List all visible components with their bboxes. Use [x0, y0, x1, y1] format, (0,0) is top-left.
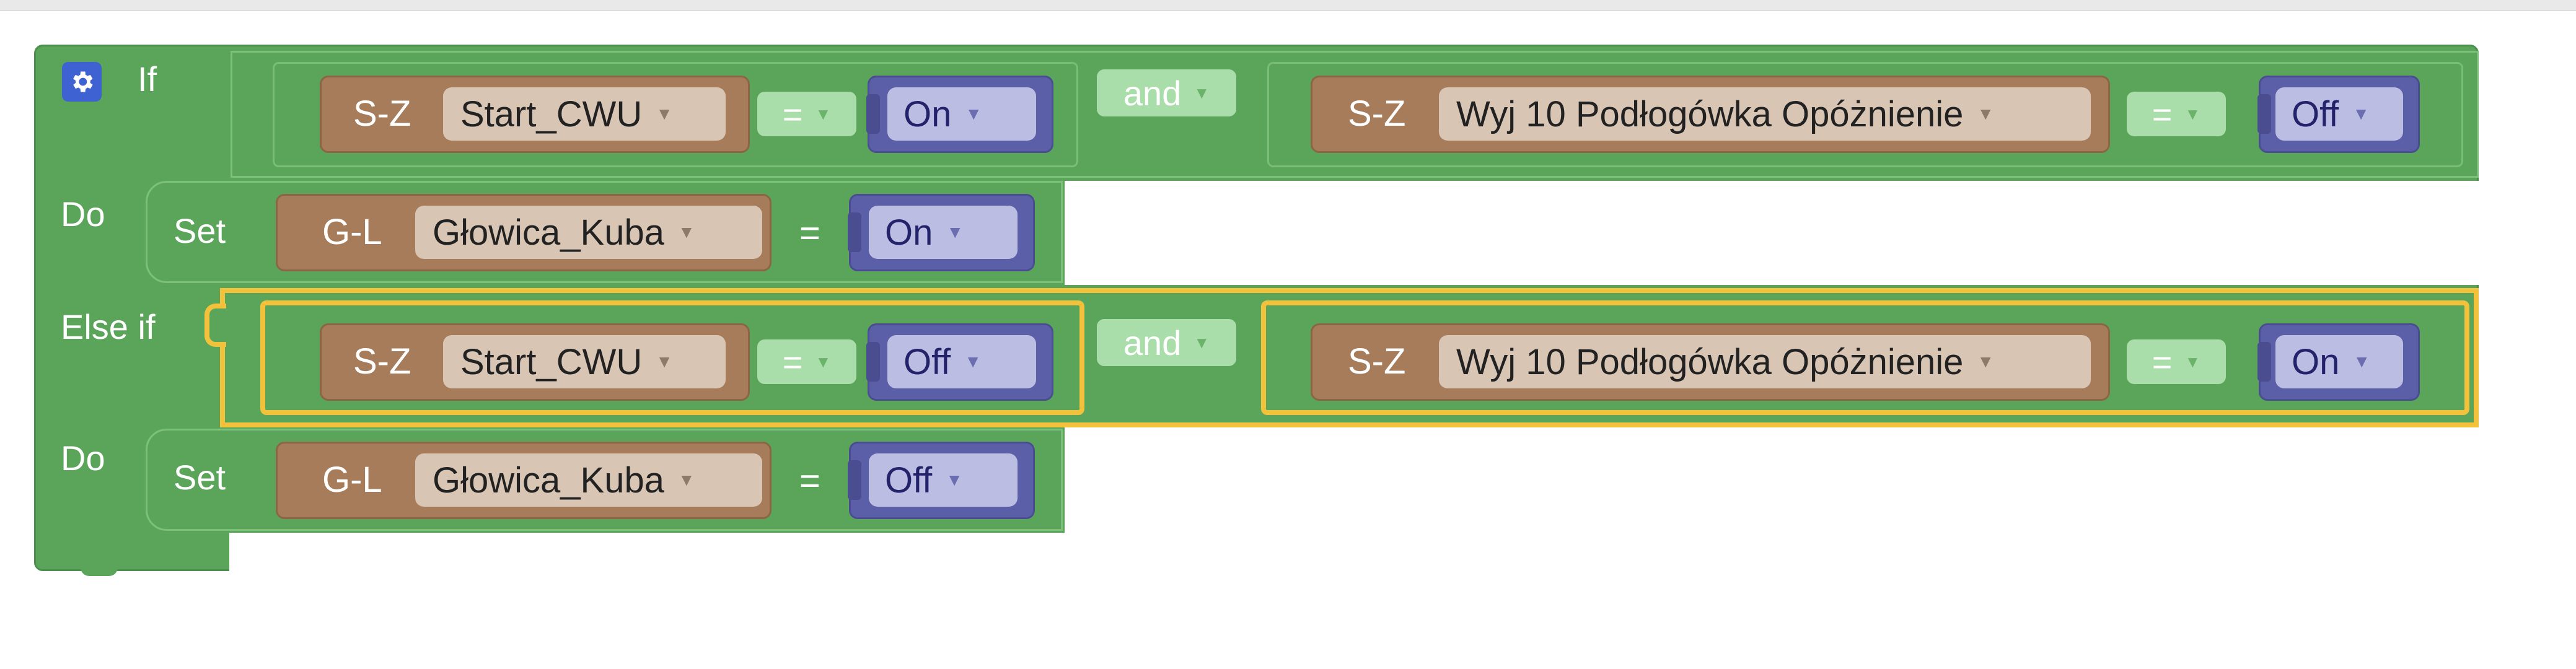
dropdown-arrow-icon: ▼ — [656, 352, 673, 371]
value-connector-nub — [866, 94, 880, 134]
block-gap-do1 — [1065, 181, 2490, 285]
cond1-right-prefix: S-Z — [1348, 94, 1406, 134]
dropdown-arrow-icon: ▼ — [678, 222, 695, 242]
cond2-right-operator-dropdown[interactable]: = ▼ — [2127, 339, 2226, 384]
value-text: Off — [2292, 94, 2339, 134]
device-name: Głowica_Kuba — [433, 460, 664, 501]
operator-symbol: = — [782, 94, 803, 134]
block-gap-bottom — [229, 533, 1066, 576]
value-connector-nub — [848, 460, 861, 500]
cond1-right-value-dropdown[interactable]: Off ▼ — [2275, 87, 2403, 141]
action2-value-dropdown[interactable]: Off ▼ — [869, 453, 1018, 507]
joiner-text: and — [1123, 73, 1182, 113]
cond1-left-prefix: S-Z — [353, 94, 411, 134]
cond2-right-prefix: S-Z — [1348, 341, 1406, 382]
dropdown-arrow-icon: ▼ — [815, 352, 832, 371]
selection-connector — [204, 304, 226, 347]
dropdown-arrow-icon: ▼ — [2184, 352, 2201, 371]
cond2-left-operator-dropdown[interactable]: = ▼ — [757, 339, 856, 384]
dropdown-arrow-icon: ▼ — [964, 352, 982, 371]
cond2-left-prefix: S-Z — [353, 341, 411, 382]
do-keyword-2: Do — [61, 439, 105, 478]
device-name: Start_CWU — [460, 341, 643, 382]
else-if-keyword: Else if — [61, 307, 156, 346]
cond1-left-value-dropdown[interactable]: On ▼ — [887, 87, 1036, 141]
device-name: Wyj 10 Podłogówka Opóżnienie — [1456, 94, 1964, 134]
dropdown-arrow-icon: ▼ — [946, 470, 964, 489]
value-connector-nub — [866, 342, 880, 382]
dropdown-arrow-icon: ▼ — [1193, 83, 1210, 102]
dropdown-arrow-icon: ▼ — [2352, 104, 2370, 123]
dropdown-arrow-icon: ▼ — [656, 104, 673, 123]
action1-device-dropdown[interactable]: Głowica_Kuba ▼ — [415, 206, 762, 259]
dropdown-arrow-icon: ▼ — [815, 104, 832, 123]
action-1-set-label: Set — [174, 211, 226, 250]
action2-prefix: G-L — [322, 460, 382, 500]
action1-prefix: G-L — [322, 212, 382, 252]
value-connector-nub — [848, 212, 861, 252]
dropdown-arrow-icon: ▼ — [2184, 104, 2201, 123]
device-name: Głowica_Kuba — [433, 212, 664, 253]
do-keyword-1: Do — [61, 195, 105, 234]
operator-symbol: = — [2152, 342, 2173, 382]
block-bottom-nub — [81, 564, 118, 576]
value-text: Off — [903, 341, 951, 382]
operator-symbol: = — [2152, 94, 2173, 134]
action1-equals: = — [799, 213, 820, 253]
action2-device-dropdown[interactable]: Głowica_Kuba ▼ — [415, 453, 762, 507]
gear-glyph — [73, 71, 93, 92]
value-connector-nub — [2257, 342, 2271, 382]
gear-icon[interactable] — [62, 62, 102, 102]
cond2-left-value-dropdown[interactable]: Off ▼ — [887, 335, 1036, 388]
top-bar — [0, 0, 2576, 11]
cond2-and-dropdown[interactable]: and ▼ — [1097, 319, 1236, 366]
joiner-text: and — [1123, 323, 1182, 362]
action2-equals: = — [799, 461, 820, 501]
cond1-left-operator-dropdown[interactable]: = ▼ — [757, 92, 856, 136]
cond2-left-device-dropdown[interactable]: Start_CWU ▼ — [443, 335, 726, 388]
action-2-set-label: Set — [174, 458, 226, 497]
device-name: Start_CWU — [460, 94, 643, 134]
dropdown-arrow-icon: ▼ — [946, 222, 964, 242]
cond2-right-device-dropdown[interactable]: Wyj 10 Podłogówka Opóżnienie ▼ — [1439, 335, 2091, 388]
device-name: Wyj 10 Podłogówka Opóżnienie — [1456, 341, 1964, 382]
cond2-right-value-dropdown[interactable]: On ▼ — [2275, 335, 2403, 388]
cond1-right-operator-dropdown[interactable]: = ▼ — [2127, 92, 2226, 136]
dropdown-arrow-icon: ▼ — [2353, 352, 2371, 371]
cond1-and-dropdown[interactable]: and ▼ — [1097, 69, 1236, 116]
block-gap-do2 — [1065, 427, 2490, 576]
dropdown-arrow-icon: ▼ — [678, 470, 695, 489]
dropdown-arrow-icon: ▼ — [1193, 333, 1210, 352]
if-keyword: If — [138, 59, 157, 98]
dropdown-arrow-icon: ▼ — [965, 104, 983, 123]
value-text: Off — [885, 460, 933, 501]
value-connector-nub — [2257, 94, 2271, 134]
dropdown-arrow-icon: ▼ — [1977, 352, 1995, 371]
value-text: On — [903, 94, 952, 134]
action1-value-dropdown[interactable]: On ▼ — [869, 206, 1018, 259]
value-text: On — [885, 212, 933, 253]
operator-symbol: = — [782, 342, 803, 382]
cond1-right-device-dropdown[interactable]: Wyj 10 Podłogówka Opóżnienie ▼ — [1439, 87, 2091, 141]
value-text: On — [2292, 341, 2340, 382]
dropdown-arrow-icon: ▼ — [1977, 104, 1995, 123]
cond1-left-device-dropdown[interactable]: Start_CWU ▼ — [443, 87, 726, 141]
